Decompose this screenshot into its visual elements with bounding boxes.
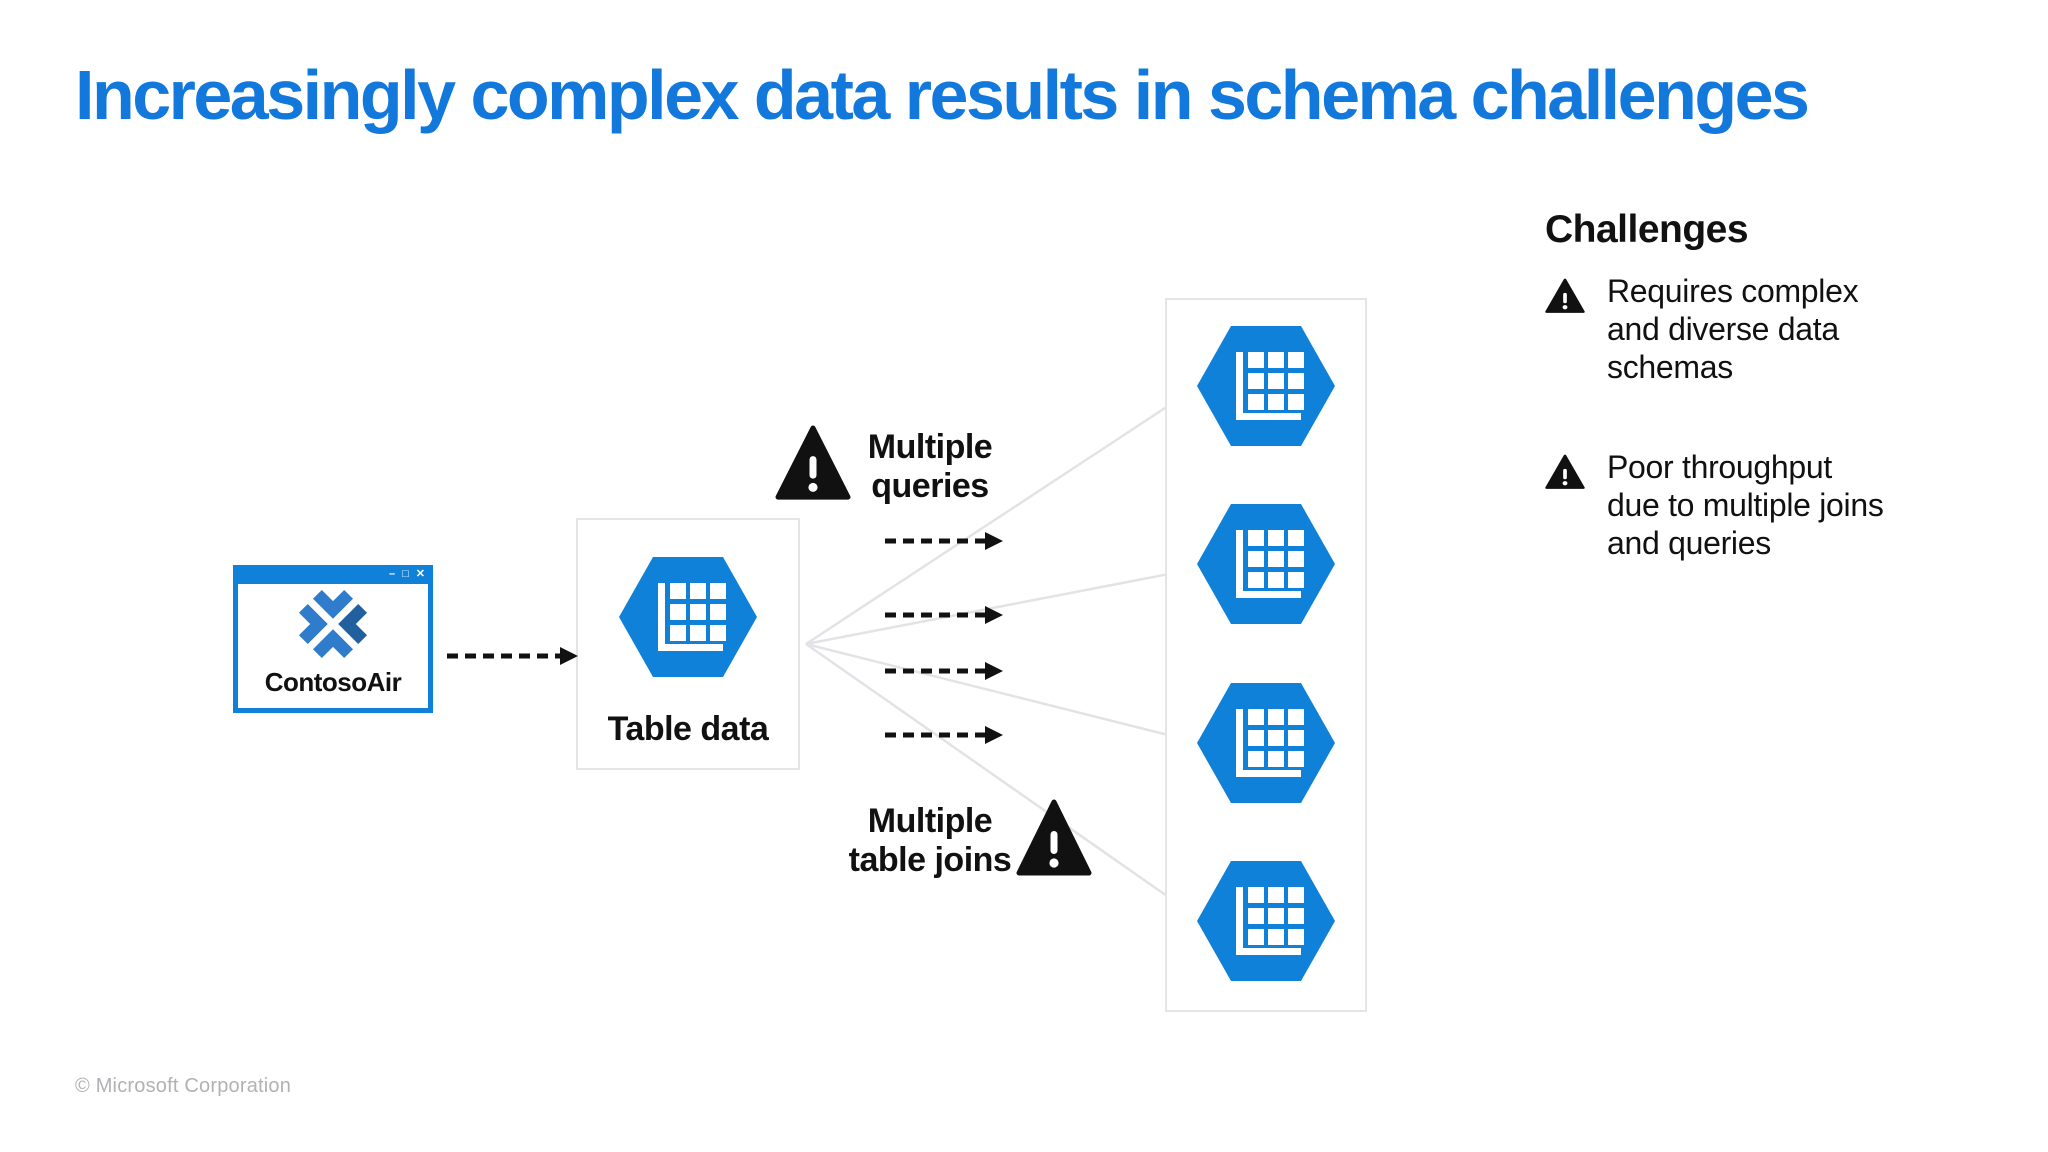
- challenge-text: Requires complex and diverse data schema…: [1607, 273, 1859, 385]
- contosoair-label: ContosoAir: [264, 667, 402, 697]
- challenge-text: Poor throughput due to multiple joins an…: [1607, 449, 1884, 561]
- window-body: ContosoAir: [238, 584, 428, 708]
- table-data-box: Table data: [576, 518, 800, 770]
- table-hexagon-icon: [1197, 326, 1335, 446]
- maximize-icon: □: [402, 568, 409, 580]
- schema-tables-box: [1165, 298, 1367, 1012]
- warning-triangle-icon: [1016, 798, 1092, 878]
- table-hexagon-icon: [1197, 504, 1335, 625]
- table-data-label: Table data: [607, 710, 769, 748]
- table-hexagon-icon: [1197, 860, 1335, 981]
- multiple-queries-label: Multiple queries: [867, 428, 993, 505]
- window-titlebar: – □ ✕: [233, 565, 433, 584]
- fan-line: [805, 642, 1201, 745]
- contosoair-window: – □ ✕ ContosoAir: [233, 565, 433, 713]
- table-hexagon-icon: [619, 557, 757, 677]
- close-icon: ✕: [415, 568, 425, 580]
- challenge-item: Requires complex and diverse data schema…: [1545, 272, 1859, 386]
- challenges-panel: Challenges Requires complex and diverse …: [1545, 208, 1965, 561]
- slide-title: Increasingly complex data results in sch…: [75, 56, 1810, 134]
- copyright-text: © Microsoft Corporation: [75, 1075, 292, 1097]
- challenges-heading: Challenges: [1545, 208, 1749, 251]
- table-hexagon-icon: [1197, 682, 1335, 803]
- fan-line: [805, 383, 1201, 646]
- warning-triangle-icon: [1545, 454, 1585, 490]
- contosoair-pinwheel-icon: [298, 589, 368, 659]
- challenge-item: Poor throughput due to multiple joins an…: [1545, 448, 1884, 562]
- multiple-table-joins-label: Multiple table joins: [848, 802, 1012, 879]
- minimize-icon: –: [389, 568, 396, 580]
- warning-triangle-icon: [1545, 278, 1585, 314]
- fan-line: [805, 566, 1201, 646]
